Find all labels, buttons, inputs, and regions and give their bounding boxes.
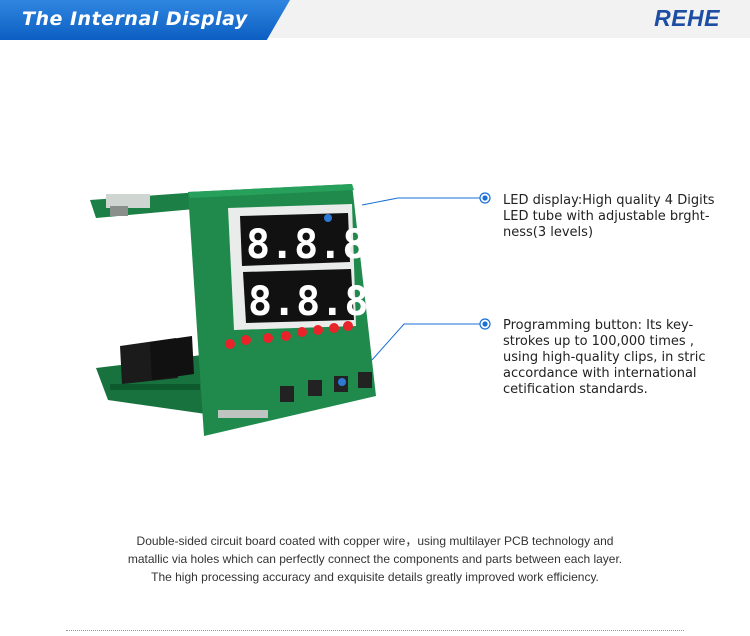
main-board: 8.8.8.8 8.8.8.8 (188, 184, 400, 436)
description-line-3: The high processing accuracy and exquisi… (151, 570, 599, 584)
led-display-callout: LED display:High quality 4 Digits LED tu… (503, 193, 715, 240)
side-board-top (90, 192, 206, 218)
description-line-1: Double-sided circuit board coated with c… (136, 534, 614, 548)
indicator-leds (225, 321, 353, 349)
title-banner: The Internal Display (0, 0, 290, 40)
svg-text:8.8.8.8: 8.8.8.8 (248, 279, 400, 325)
circuit-board-image: 8.8.8.8 8.8.8.8 (90, 184, 400, 436)
svg-text:8.8.8.8: 8.8.8.8 (246, 222, 400, 268)
dotted-divider (66, 630, 684, 631)
led-display-top: 8.8.8.8 (240, 213, 400, 268)
pin-header (218, 410, 268, 418)
led-display-bottom: 8.8.8.8 (243, 269, 400, 325)
description-line-2: matallic via holes which can perfectly c… (127, 552, 623, 566)
brand-logo: REHE (654, 5, 720, 31)
page-title: The Internal Display (22, 8, 248, 30)
programming-button-callout: Programming button: Its key-strokes up t… (503, 318, 706, 397)
programming-buttons (280, 372, 372, 402)
description: Double-sided circuit board coated with c… (60, 532, 690, 586)
back-board (96, 336, 220, 416)
